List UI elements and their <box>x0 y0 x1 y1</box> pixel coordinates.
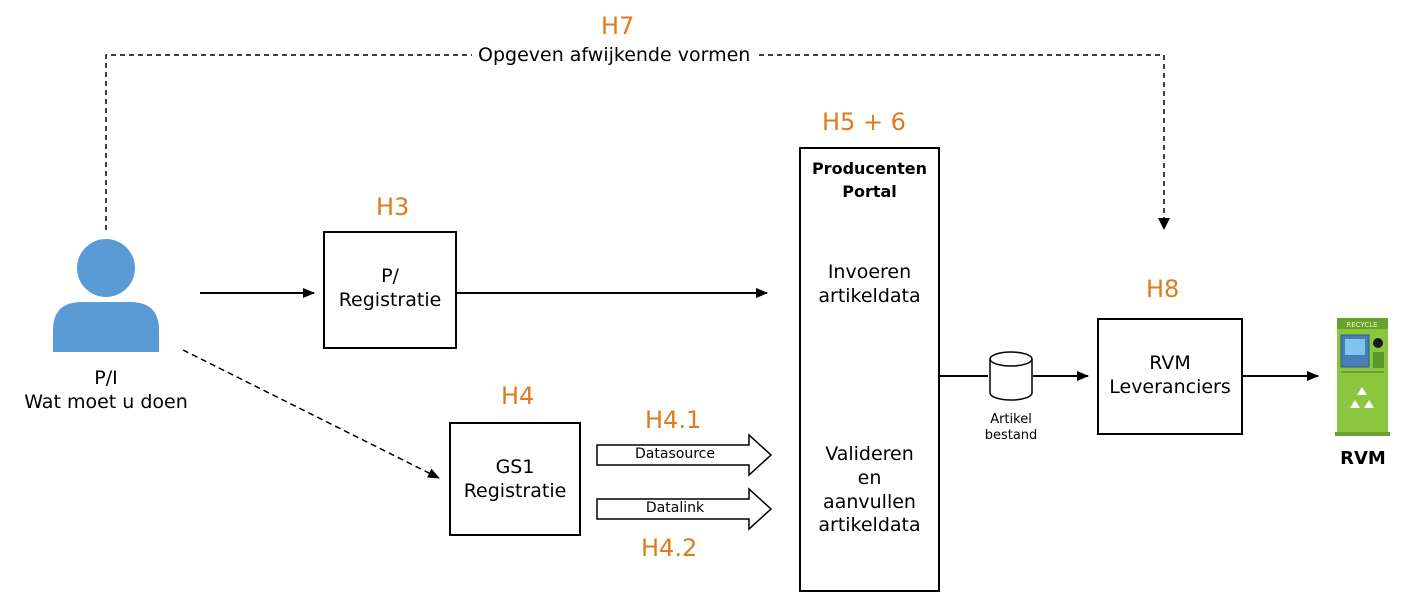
portal-invoeren-line1: Invoeren <box>827 261 912 283</box>
dashed-arrow-person-to-gs1 <box>182 349 440 479</box>
portal-valideren-line3: aanvullen <box>823 490 916 513</box>
heading-h4-1: H4.1 <box>645 406 702 434</box>
producenten-portal-box: Producenten Portal Invoeren artikeldata … <box>799 147 940 592</box>
database-label-line1: Artikel <box>990 412 1032 427</box>
rvm-machine-label: RVM <box>1340 448 1386 469</box>
heading-h7: H7 <box>601 12 635 40</box>
rvm-leveranciers-box: RVM Leveranciers <box>1097 318 1243 435</box>
database-label-line2: bestand <box>984 428 1038 444</box>
datasource-block-arrow <box>596 433 773 477</box>
portal-title-line2: Portal <box>842 182 897 202</box>
heading-h3: H3 <box>376 193 410 221</box>
rvm-leveranciers-line2: Leveranciers <box>1109 375 1231 398</box>
datasource-label: Datasource <box>635 446 715 462</box>
person-label-line1: P/I <box>94 367 118 389</box>
rvm-sign-text: RECYCLE <box>1346 321 1377 329</box>
feedback-label: Opgeven afwijkende vormen <box>472 44 757 68</box>
feedback-dashed-line <box>105 54 1165 230</box>
pi-registratie-box: P/ Registratie <box>323 231 457 349</box>
datalink-label: Datalink <box>645 500 705 516</box>
heading-h4-2: H4.2 <box>641 534 698 562</box>
portal-title-line1: Producenten <box>811 159 928 178</box>
gs1-registratie-box: GS1 Registratie <box>449 422 581 536</box>
database-label: Artikel bestand <box>961 412 1061 445</box>
feedback-arrowhead <box>1158 218 1170 230</box>
heading-h8: H8 <box>1146 275 1180 303</box>
rvm-machine-icon: RECYCLE <box>1335 318 1390 436</box>
rvm-leveranciers-line1: RVM <box>1149 352 1191 374</box>
person-icon <box>53 239 159 352</box>
portal-valideren-line4: artikeldata <box>818 514 921 537</box>
portal-valideren-line2: en <box>857 466 882 489</box>
gs1-registratie-line2: Registratie <box>463 479 567 502</box>
datalink-block-arrow <box>596 487 773 531</box>
person-label-line2: Wat moet u doen <box>24 390 188 413</box>
person-label: P/I Wat moet u doen <box>0 367 212 415</box>
database-icon <box>989 351 1033 401</box>
gs1-registratie-line1: GS1 <box>495 456 535 478</box>
pi-registratie-line2: Registratie <box>338 288 442 311</box>
heading-h5-6: H5 + 6 <box>822 108 906 136</box>
portal-invoeren-line2: artikeldata <box>818 284 921 307</box>
heading-h4: H4 <box>501 382 535 410</box>
pi-registratie-line1: P/ <box>381 265 399 287</box>
portal-valideren-line1: Valideren <box>825 443 914 465</box>
